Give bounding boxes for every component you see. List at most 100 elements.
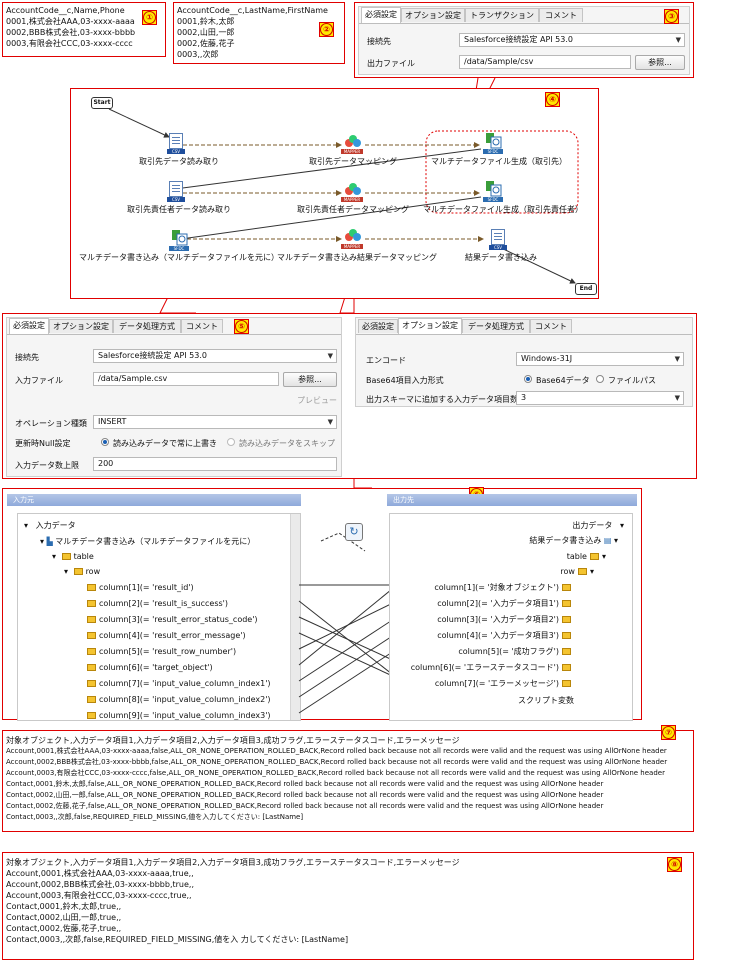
write-settings-box: 必須設定 オプション設定 データ処理方式 コメント 接続先 Salesforce… — [2, 313, 697, 479]
node-multi-file-account[interactable]: マルチデータファイル生成（取引先） — [431, 157, 567, 166]
multi-data-icon[interactable] — [485, 132, 502, 149]
input-column[interactable]: column[2](= 'result_is_success') — [84, 598, 228, 609]
input-column[interactable]: column[9](= 'input_value_column_index3') — [84, 710, 271, 720]
tab-options[interactable]: オプション設定 — [401, 8, 465, 22]
csv-file-icon[interactable] — [169, 133, 183, 149]
tab-options[interactable]: オプション設定 — [49, 319, 113, 333]
node-multi-write[interactable]: マルチデータ書き込み（マルチデータファイルを元に） — [79, 253, 279, 262]
file-path-label: ファイルパス — [608, 376, 656, 385]
column-icon — [562, 664, 571, 671]
browse-button[interactable]: 参照... — [283, 372, 337, 387]
multi-data-icon[interactable] — [485, 180, 502, 197]
input-limit-label: 入力データ数上限 — [15, 461, 79, 470]
mapping-function-icon[interactable]: ↻ — [345, 523, 363, 541]
start-node[interactable]: Start — [91, 97, 113, 109]
file-path-radio[interactable] — [596, 375, 604, 383]
tab-required[interactable]: 必須設定 — [361, 7, 401, 23]
sfdc-tag: SFDC — [483, 149, 503, 154]
node-read-account[interactable]: 取引先データ読み取り — [139, 157, 219, 166]
csv-tag: CSV — [167, 197, 185, 202]
operation-select[interactable]: INSERT▼ — [93, 415, 337, 429]
tree-result-write[interactable]: 結果データ書き込み ▤ ▾ — [529, 536, 618, 545]
overwrite-radio-label: 読み込みデータで常に上書き — [113, 439, 217, 448]
result-line: Contact,0002,山田,一郎,true,, — [6, 913, 122, 922]
output-column[interactable]: column[1](= '対象オブジェクト') — [434, 582, 574, 593]
tree-root[interactable]: ▾ 入力データ — [24, 521, 76, 530]
process-flow-canvas: ④ Start End CSV 取引先データ読み取り MAPPER 取引先データ… — [70, 88, 599, 299]
tree-table[interactable]: table▾ — [566, 552, 606, 561]
output-target-header: 出力先 — [387, 494, 637, 506]
tab-comment[interactable]: コメント — [530, 319, 572, 333]
output-column[interactable]: column[3](= '入力データ項目2') — [437, 614, 574, 625]
output-column[interactable]: column[5](= '成功フラグ') — [458, 646, 574, 657]
tab-processing[interactable]: データ処理方式 — [113, 319, 181, 333]
mapper-icon[interactable] — [345, 229, 361, 243]
end-node[interactable]: End — [575, 283, 597, 295]
result-line: Contact,0002,山田,一郎,false,ALL_OR_NONE_OPE… — [6, 791, 604, 799]
base64-data-radio[interactable] — [524, 375, 532, 383]
input-csv-contact: AccountCode__c,LastName,FirstName 0001,鈴… — [173, 2, 345, 64]
csv-file-icon[interactable] — [169, 181, 183, 197]
output-column[interactable]: column[7](= 'エラーメッセージ') — [435, 678, 574, 689]
output-file-input[interactable]: /data/Sample/csv — [459, 55, 631, 69]
tree-root[interactable]: 出力データ ▾ — [572, 521, 624, 530]
preview-link[interactable]: プレビュー — [297, 396, 337, 405]
mapper-icon[interactable] — [345, 135, 361, 149]
node-map-result[interactable]: マルチデータ書き込み結果データマッピング — [277, 253, 437, 262]
output-column[interactable]: column[6](= 'エラーステータスコード') — [411, 662, 574, 673]
input-column[interactable]: column[7](= 'input_value_column_index1') — [84, 678, 271, 689]
multi-write-icon[interactable] — [171, 229, 188, 246]
input-column[interactable]: column[6](= 'target_object') — [84, 662, 213, 673]
settings-panel: 必須設定 オプション設定 トランザクション コメント 接続先 Salesforc… — [358, 6, 690, 75]
extra-columns-select[interactable]: 3▼ — [516, 391, 684, 405]
overwrite-radio[interactable] — [101, 438, 109, 446]
browse-button[interactable]: 参照... — [635, 55, 685, 70]
result-line: 対象オブジェクト,入力データ項目1,入力データ項目2,入力データ項目3,成功フラ… — [6, 736, 460, 745]
script-variables[interactable]: スクリプト変数 — [518, 696, 574, 705]
tab-transaction[interactable]: トランザクション — [465, 8, 539, 22]
tab-comment[interactable]: コメント — [539, 8, 583, 22]
result-line: Account,0002,BBB株式会社,03-xxxx-bbbb,false,… — [6, 758, 668, 766]
node-map-account[interactable]: 取引先データマッピング — [309, 157, 397, 166]
input-column[interactable]: column[1](= 'result_id') — [84, 582, 194, 593]
column-icon — [87, 600, 96, 607]
column-icon — [562, 584, 571, 591]
tab-comment[interactable]: コメント — [181, 319, 223, 333]
node-map-contact[interactable]: 取引先責任者データマッピング — [297, 205, 409, 214]
output-column[interactable]: column[2](= '入力データ項目1') — [437, 598, 574, 609]
connection-select[interactable]: Salesforce接続設定 API 53.0▼ — [459, 33, 685, 47]
connection-label: 接続先 — [15, 353, 39, 362]
node-write-result[interactable]: 結果データ書き込み — [465, 253, 537, 262]
tab-required[interactable]: 必須設定 — [358, 319, 398, 333]
mapper-icon[interactable] — [345, 183, 361, 197]
folder-icon — [577, 568, 587, 575]
skip-radio[interactable] — [227, 438, 235, 446]
input-file-input[interactable]: /data/Sample.csv — [93, 372, 279, 386]
tab-options[interactable]: オプション設定 — [398, 318, 462, 334]
csv-file-icon[interactable] — [491, 229, 505, 245]
result-line: 対象オブジェクト,入力データ項目1,入力データ項目2,入力データ項目3,成功フラ… — [6, 858, 460, 867]
input-limit-field[interactable]: 200 — [93, 457, 337, 471]
csv-line: 0002,BBB株式会社,03-xxxx-bbbb — [6, 28, 136, 37]
tab-processing[interactable]: データ処理方式 — [462, 319, 530, 333]
result-line: Contact,0003,,次郎,false,REQUIRED_FIELD_MI… — [6, 935, 349, 944]
output-column[interactable]: column[4](= '入力データ項目3') — [437, 630, 574, 641]
tab-required[interactable]: 必須設定 — [9, 318, 49, 334]
input-scrollbar[interactable] — [290, 514, 300, 720]
input-column[interactable]: column[5](= 'result_row_number') — [84, 646, 236, 657]
node-read-contact[interactable]: 取引先責任者データ読み取り — [127, 205, 231, 214]
tree-table[interactable]: ▾ table — [52, 552, 94, 561]
input-column[interactable]: column[8](= 'input_value_column_index2') — [84, 694, 271, 705]
tree-row[interactable]: ▾ row — [64, 567, 101, 576]
connection-select[interactable]: Salesforce接続設定 API 53.0▼ — [93, 349, 337, 363]
csv-line: 0002,山田,一郎 — [177, 28, 235, 37]
node-multi-file-contact[interactable]: マルチデータファイル生成（取引先責任者） — [423, 205, 583, 214]
chevron-down-icon: ▼ — [327, 418, 333, 426]
tree-row[interactable]: row▾ — [560, 567, 594, 576]
input-column[interactable]: column[3](= 'result_error_status_code') — [84, 614, 258, 625]
input-column[interactable]: column[4](= 'result_error_message') — [84, 630, 246, 641]
result-line: Account,0002,BBB株式会社,03-xxxx-bbbb,true,, — [6, 880, 195, 889]
input-csv-account: AccountCode__c,Name,Phone 0001,株式会社AAA,0… — [2, 2, 166, 57]
tree-multi-write[interactable]: ▾ ▙ マルチデータ書き込み（マルチデータファイルを元に） — [40, 537, 256, 546]
encode-select[interactable]: Windows-31J▼ — [516, 352, 684, 366]
